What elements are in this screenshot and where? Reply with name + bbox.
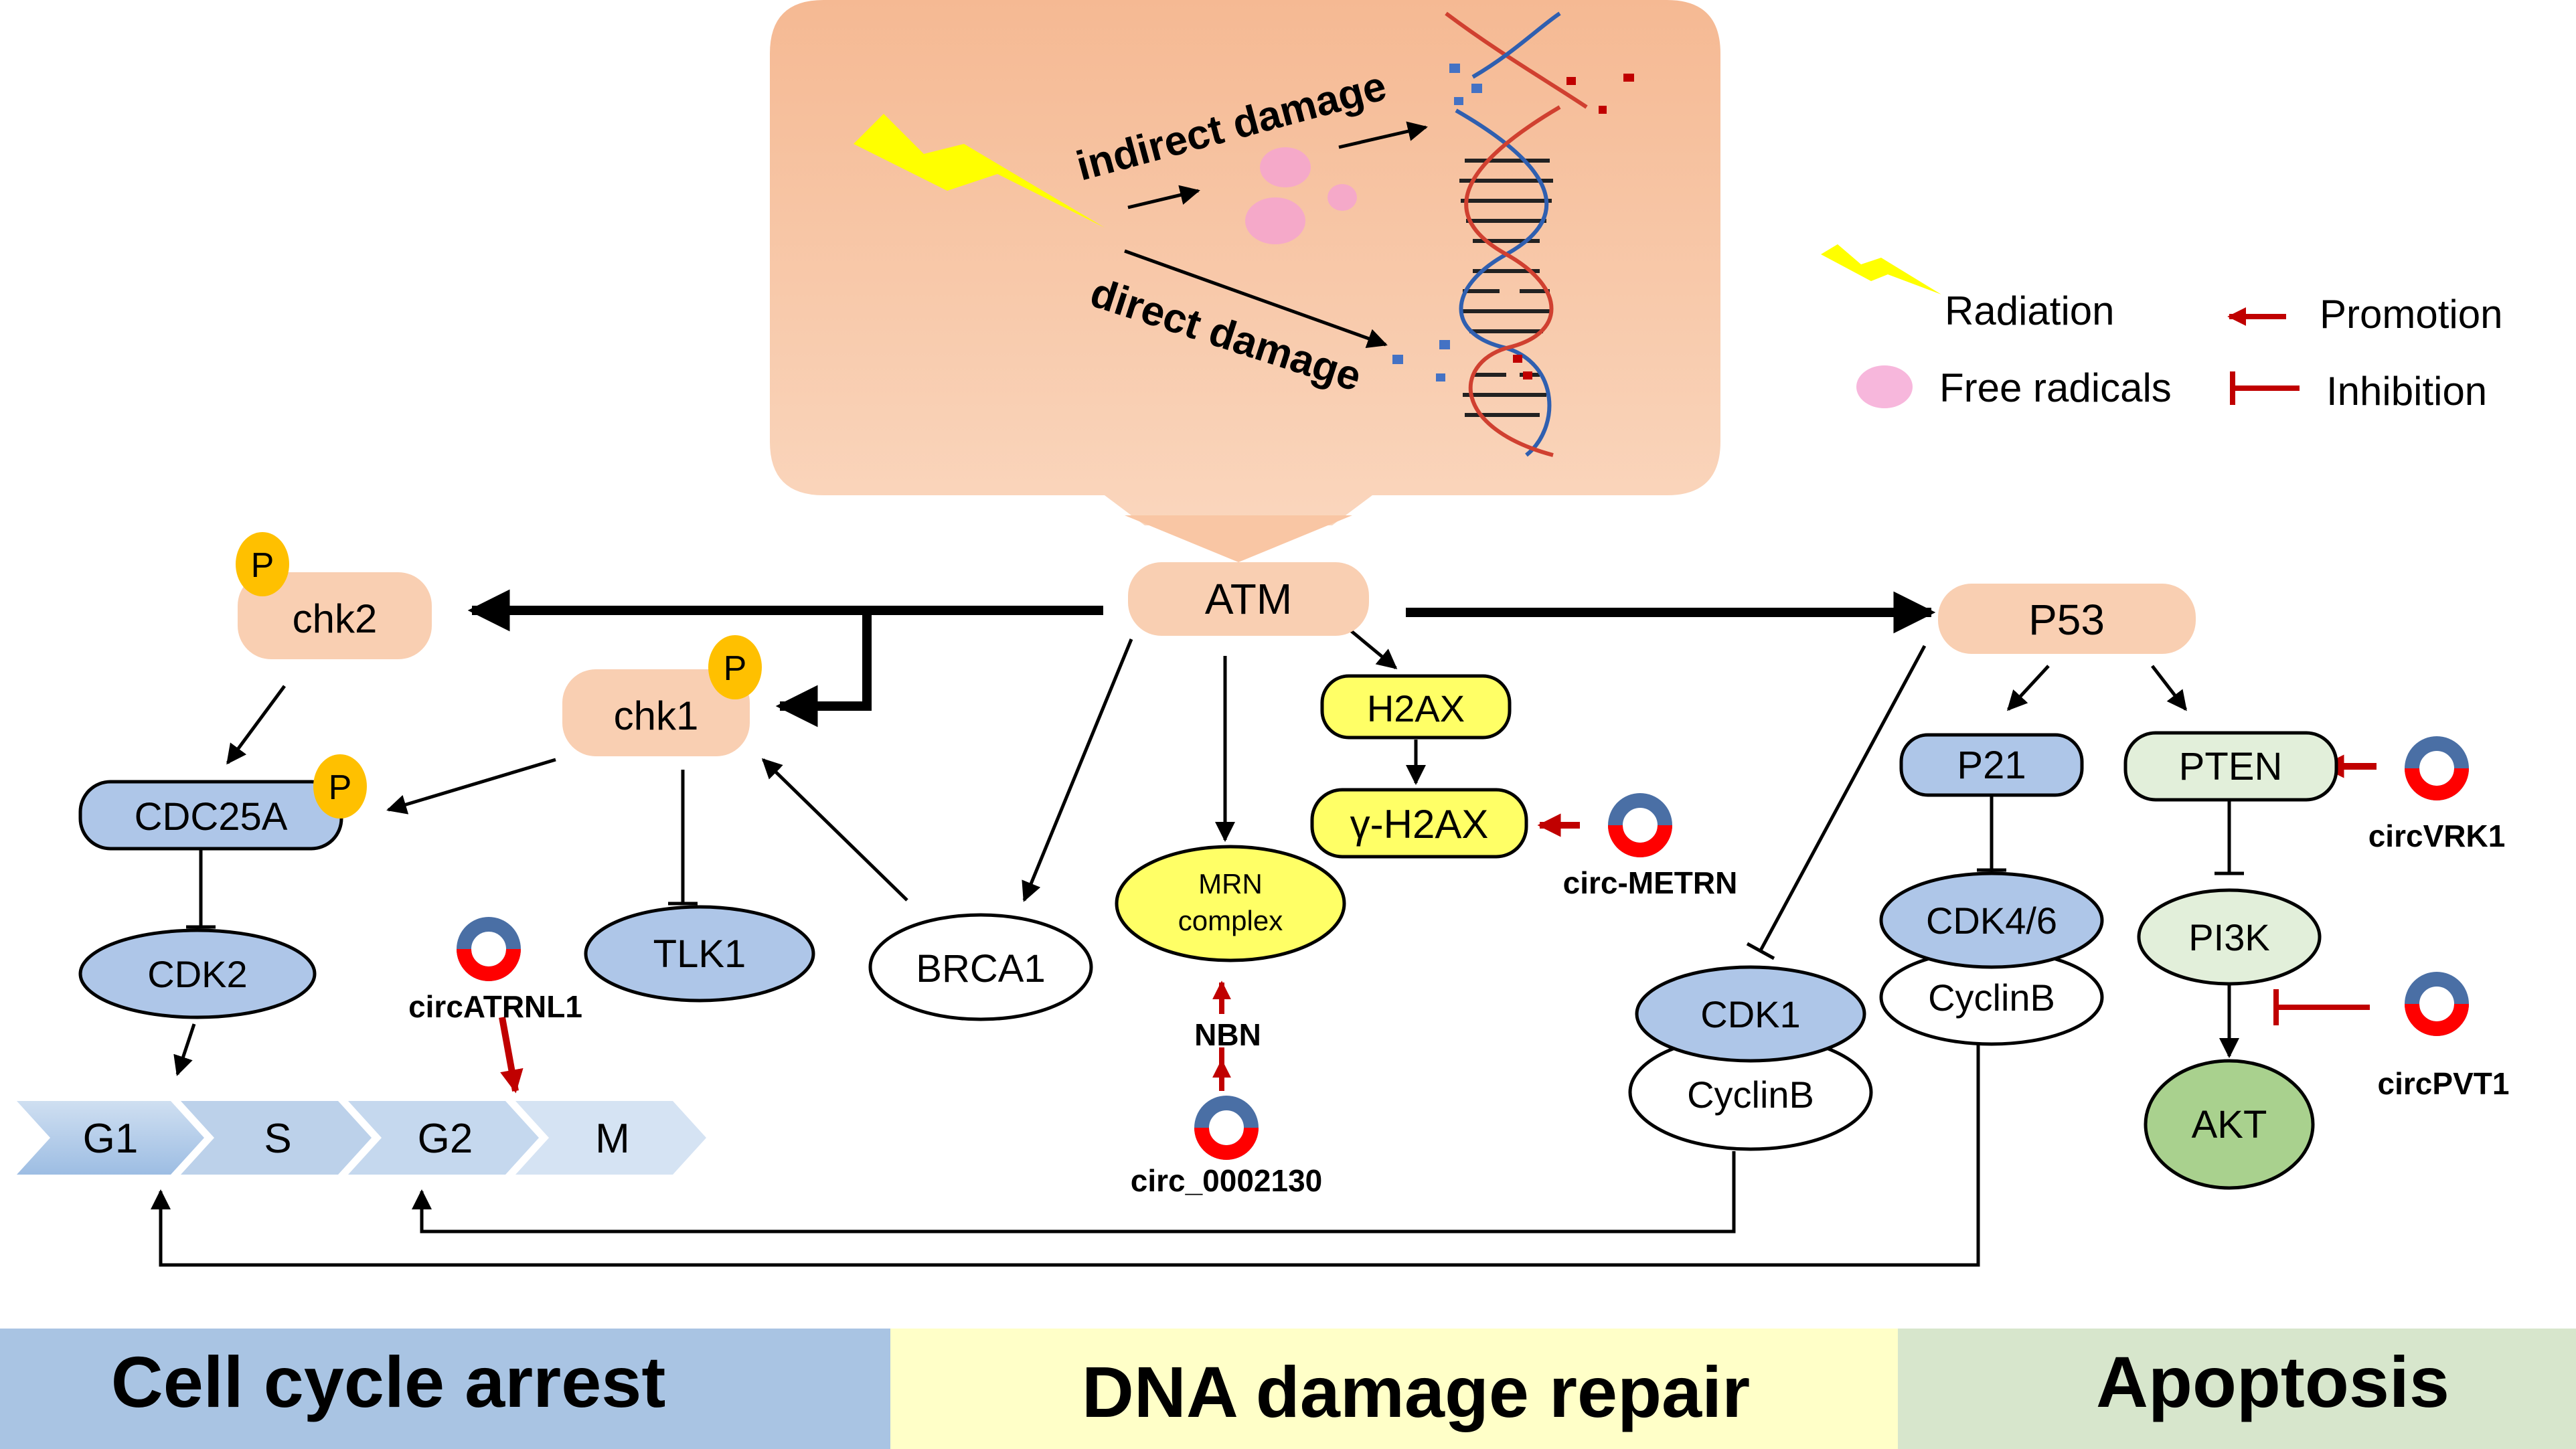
dna-helix-icon <box>1445 11 1588 457</box>
phase-m: M <box>515 1101 706 1175</box>
svg-text:P: P <box>724 649 747 688</box>
circrna-metrn: circ-METRN <box>1563 793 1738 900</box>
cdk46-cyclinb-node: CyclinB CDK4/6 <box>1879 871 2104 1046</box>
legend: Radiation Free radicals Promotion Inhibi… <box>1821 244 2502 414</box>
brca1-node: BRCA1 <box>868 913 1093 1021</box>
svg-text:circ-METRN: circ-METRN <box>1563 865 1738 900</box>
circrna-pvt1: circPVT1 <box>2378 972 2510 1101</box>
atm-node: ATM <box>1128 562 1369 636</box>
tlk1-node: TLK1 <box>584 905 815 1003</box>
panel-shape <box>770 0 1720 525</box>
svg-text:CDC25A: CDC25A <box>135 795 288 839</box>
lightning-icon <box>854 114 1105 228</box>
svg-text:chk1: chk1 <box>614 693 699 738</box>
svg-text:Promotion: Promotion <box>2320 292 2502 337</box>
svg-text:ATM: ATM <box>1205 575 1292 623</box>
indirect-arrow-2 <box>1338 121 1428 149</box>
circrna-edges <box>499 754 2377 1094</box>
circrna-atrnl1: circATRNL1 <box>408 917 582 1024</box>
svg-text:Radiation: Radiation <box>1945 288 2115 333</box>
svg-text:TLK1: TLK1 <box>653 932 746 976</box>
svg-text:chk2: chk2 <box>293 596 378 641</box>
gamma-h2ax-node: γ-H2AX <box>1310 788 1528 859</box>
legend-radiation-icon <box>1821 244 1941 294</box>
svg-text:Cell cycle arrest: Cell cycle arrest <box>111 1341 666 1422</box>
cell-cycle-phases: G1 S G2 M <box>17 1101 706 1175</box>
chk2-node: chk2 P <box>236 532 432 659</box>
svg-text:P21: P21 <box>1957 744 2026 787</box>
svg-text:CDK4/6: CDK4/6 <box>1926 900 2057 942</box>
svg-text:M: M <box>595 1116 630 1162</box>
phospho-badge: P <box>708 635 762 699</box>
svg-text:CyclinB: CyclinB <box>1928 976 2055 1019</box>
svg-text:circVRK1: circVRK1 <box>2368 819 2506 853</box>
svg-text:complex: complex <box>1178 905 1283 936</box>
svg-text:DNA damage repair: DNA damage repair <box>1082 1351 1750 1432</box>
svg-text:CyclinB: CyclinB <box>1687 1074 1814 1116</box>
svg-text:circATRNL1: circATRNL1 <box>408 989 582 1024</box>
bottom-bands: Cell cycle arrest DNA damage repair Apop… <box>0 1329 2576 1449</box>
svg-text:G2: G2 <box>418 1116 473 1162</box>
svg-text:circPVT1: circPVT1 <box>2378 1066 2510 1101</box>
svg-text:BRCA1: BRCA1 <box>916 947 1045 991</box>
svg-text:G1: G1 <box>83 1116 139 1162</box>
circrna-0002130: circ_0002130 <box>1131 1096 1323 1198</box>
phase-s: S <box>181 1101 372 1175</box>
band-apoptosis <box>1898 1329 2576 1449</box>
svg-text:Inhibition: Inhibition <box>2326 369 2487 414</box>
panel-down-arrow <box>1125 515 1352 562</box>
band-dna-damage-repair <box>890 1329 1898 1449</box>
cdk2-node: CDK2 <box>78 928 317 1019</box>
svg-text:PTEN: PTEN <box>2179 745 2283 788</box>
radiation-panel: indirect damage direct damage <box>770 0 1720 562</box>
h2ax-node: H2AX <box>1320 674 1512 740</box>
free-radical-dot <box>1327 184 1357 211</box>
akt-node: AKT <box>2144 1059 2315 1190</box>
svg-text:AKT: AKT <box>2192 1103 2267 1146</box>
svg-text:CDK1: CDK1 <box>1700 993 1800 1035</box>
svg-text:PI3K: PI3K <box>2188 916 2269 958</box>
cdk1-cyclinb-node: CyclinB CDK1 <box>1628 965 1873 1151</box>
svg-text:circ_0002130: circ_0002130 <box>1131 1163 1323 1198</box>
pten-node: PTEN <box>2123 731 2338 802</box>
phase-g2: G2 <box>348 1101 539 1175</box>
chk1-node: chk1 P <box>562 635 762 756</box>
indirect-arrow-1 <box>1127 185 1200 209</box>
svg-text:P53: P53 <box>2028 596 2105 644</box>
svg-text:Free radicals: Free radicals <box>1939 365 2172 410</box>
band-cell-cycle-arrest <box>0 1329 890 1449</box>
free-radical-dot <box>1260 147 1311 187</box>
nbn-label: NBN <box>1194 1017 1261 1052</box>
p21-node: P21 <box>1899 733 2084 797</box>
svg-text:P: P <box>329 768 352 807</box>
phospho-badge: P <box>313 754 367 819</box>
svg-text:γ-H2AX: γ-H2AX <box>1350 802 1489 847</box>
svg-text:CDK2: CDK2 <box>147 953 247 995</box>
p53-node: P53 <box>1938 584 2196 654</box>
pi3k-node: PI3K <box>2137 888 2322 986</box>
circrna-vrk1: circVRK1 <box>2368 736 2506 853</box>
legend-free-radical-icon <box>1856 365 1913 408</box>
svg-text:H2AX: H2AX <box>1367 687 1465 730</box>
direct-arrow <box>1124 249 1388 348</box>
free-radical-dot <box>1245 197 1305 244</box>
mrn-complex-node: MRN complex <box>1115 845 1346 962</box>
edges <box>151 589 2244 1267</box>
cdc25a-node: CDC25A P <box>78 754 367 851</box>
phase-g1: G1 <box>17 1101 204 1175</box>
svg-text:P: P <box>251 546 274 585</box>
damage-fragments <box>1392 64 1634 381</box>
phospho-badge: P <box>236 532 289 596</box>
svg-text:S: S <box>264 1116 291 1162</box>
svg-text:Apoptosis: Apoptosis <box>2096 1341 2449 1422</box>
svg-text:MRN: MRN <box>1198 868 1263 900</box>
